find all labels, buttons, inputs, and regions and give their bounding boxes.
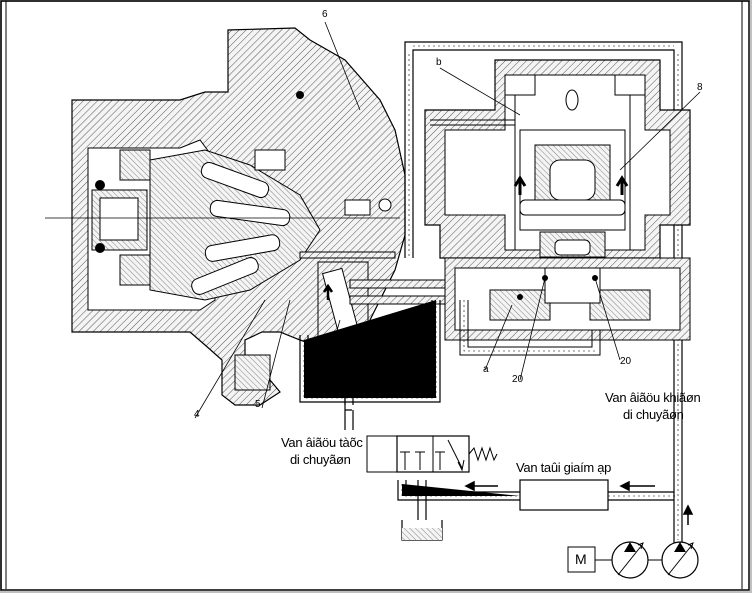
caption-travel-shift-valve-2: di chuyãøn bbox=[623, 407, 684, 422]
motor-label-M: M bbox=[575, 551, 587, 567]
label-8: 8 bbox=[697, 82, 703, 93]
caption-relief-valve: Van taûi giaím ạp bbox=[516, 460, 612, 475]
label-P: P bbox=[353, 354, 360, 365]
label-4: 4 bbox=[194, 409, 200, 420]
lower-manifold bbox=[444, 257, 691, 356]
label-20-right: 20 bbox=[620, 356, 632, 367]
label-6: 6 bbox=[322, 9, 328, 20]
travel-speed-valve-symbol bbox=[366, 435, 498, 473]
label-b: b bbox=[436, 57, 442, 68]
tank-symbol bbox=[401, 520, 443, 541]
flow-arrows bbox=[339, 367, 694, 525]
label-a: a bbox=[483, 364, 489, 375]
label-5: 5 bbox=[255, 399, 261, 410]
counterbalance-valve bbox=[424, 59, 691, 259]
leader-lines bbox=[194, 21, 701, 419]
caption-travel-speed-valve: Van âiãöu tàõc bbox=[281, 435, 363, 450]
caption-travel-shift-valve: Van âiãöu khiãøn bbox=[605, 390, 701, 405]
pipe-hatch bbox=[303, 45, 679, 540]
label-16: 16 bbox=[313, 359, 325, 370]
label-17: 17 bbox=[374, 359, 386, 370]
pump-group bbox=[567, 541, 699, 579]
relief-valve-box bbox=[519, 479, 609, 511]
label-20-left: 20 bbox=[512, 374, 524, 385]
caption-travel-speed-valve-2: di chuyãøn bbox=[290, 452, 351, 467]
